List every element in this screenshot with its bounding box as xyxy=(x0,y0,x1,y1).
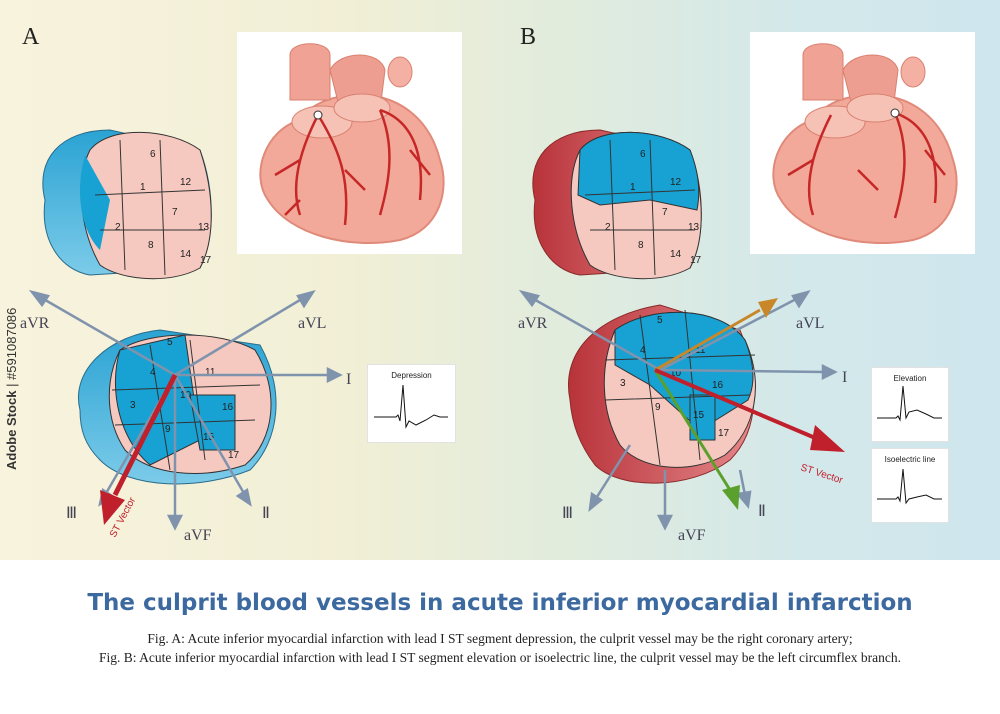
caption-a: Fig. A: Acute inferior myocardial infarc… xyxy=(147,631,853,646)
segment-number: 14 xyxy=(180,249,192,260)
segment-number: 5 xyxy=(657,315,663,326)
lead-label-avf: aVF xyxy=(678,527,706,544)
ecg-label-depression: Depression xyxy=(391,371,432,380)
segment-number: 5 xyxy=(167,337,173,348)
segment-number: 2 xyxy=(115,222,121,233)
segment-number: 11 xyxy=(205,367,216,378)
segment-number: 15 xyxy=(203,432,215,443)
lead-label-avr: aVR xyxy=(518,315,548,332)
lead-label-avl: aVL xyxy=(298,315,326,332)
segment-number: 4 xyxy=(640,345,646,356)
segment-number: 1 xyxy=(630,182,636,193)
segment-number: 14 xyxy=(670,249,682,260)
segment-number: 16 xyxy=(222,402,234,413)
segment-number: 17 xyxy=(200,255,212,266)
segment-number: 11 xyxy=(695,345,706,356)
lead-axes-b xyxy=(518,289,838,531)
ecg-trace-isoelectric xyxy=(877,468,942,505)
lead-label-iii: Ⅲ xyxy=(66,505,77,522)
segment-number: 15 xyxy=(693,410,705,421)
segment-number: 3 xyxy=(620,378,626,389)
segment-number: 12 xyxy=(670,177,682,188)
ecg-trace-elevation xyxy=(877,385,942,422)
segment-number: 17 xyxy=(228,450,240,461)
segment-number: 13 xyxy=(688,222,700,233)
lead-label-avl: aVL xyxy=(796,315,824,332)
segment-number: 7 xyxy=(172,207,178,218)
caption-area xyxy=(0,560,1000,714)
segment-number: 3 xyxy=(130,400,136,411)
ecg-box-depression: Depression xyxy=(367,364,456,443)
segment-number: 1 xyxy=(140,182,146,193)
coronary-heart-a xyxy=(259,43,445,244)
segment-number: 7 xyxy=(662,207,668,218)
segment-number: 13 xyxy=(198,222,210,233)
segment-number: 8 xyxy=(638,240,644,251)
lead-label-avr: aVR xyxy=(20,315,50,332)
ecg-box-elevation: Elevation xyxy=(871,367,949,442)
caption-b: Fig. B: Acute inferior myocardial infarc… xyxy=(99,650,901,665)
segment-number: 6 xyxy=(640,149,646,160)
lead-label-i: I xyxy=(842,369,847,386)
heart-segments-top-b xyxy=(532,129,702,280)
figure-title: The culprit blood vessels in acute infer… xyxy=(87,590,913,616)
segment-number: 17 xyxy=(718,428,730,439)
lead-label-ii: Ⅱ xyxy=(758,503,766,520)
segment-number: 6 xyxy=(150,149,156,160)
segment-number: 9 xyxy=(165,424,171,435)
segment-number: 9 xyxy=(655,402,661,413)
segment-number: 10 xyxy=(670,368,682,379)
diagram-art: 6 1 12 7 2 8 13 14 17 5 4 11 3 10 16 9 15 17 6 1 12 7 2 8 13 14 17… xyxy=(20,43,958,544)
heart-segments-bottom-a xyxy=(78,329,277,485)
segment-number: 12 xyxy=(180,177,192,188)
ecg-trace-depression xyxy=(374,384,448,429)
ecg-label-elevation: Elevation xyxy=(893,374,927,383)
coronary-heart-b xyxy=(772,43,958,244)
segment-number: 2 xyxy=(605,222,611,233)
ecg-box-isoelectric: Isoelectric line xyxy=(871,448,949,523)
lead-label-avf: aVF xyxy=(184,527,212,544)
lead-label-iii: Ⅲ xyxy=(562,505,573,522)
st-vector-arrow-a xyxy=(100,373,178,525)
segment-number: 17 xyxy=(690,255,702,266)
vector-arrows-b xyxy=(653,298,845,510)
heart-segments-top-a xyxy=(42,129,212,280)
lead-label-i: I xyxy=(346,371,351,388)
panel-letter-a: A xyxy=(22,24,40,50)
ecg-label-isoelectric: Isoelectric line xyxy=(884,455,936,464)
segment-number: 16 xyxy=(712,380,724,391)
segment-number: 8 xyxy=(148,240,154,251)
segment-number: 4 xyxy=(150,367,156,378)
panel-letter-b: B xyxy=(520,24,537,50)
st-vector-label-b: ST Vector xyxy=(799,462,845,486)
lead-label-ii: Ⅱ xyxy=(262,505,270,522)
heart-segments-bottom-b xyxy=(568,304,756,484)
stock-watermark-side: Adobe Stock | #591087086 xyxy=(4,307,19,470)
segment-numbers: 6 1 12 7 2 8 13 14 17 5 4 11 3 10 16 9 15 17 6 1 12 7 2 8 13 14 17… xyxy=(115,149,730,461)
